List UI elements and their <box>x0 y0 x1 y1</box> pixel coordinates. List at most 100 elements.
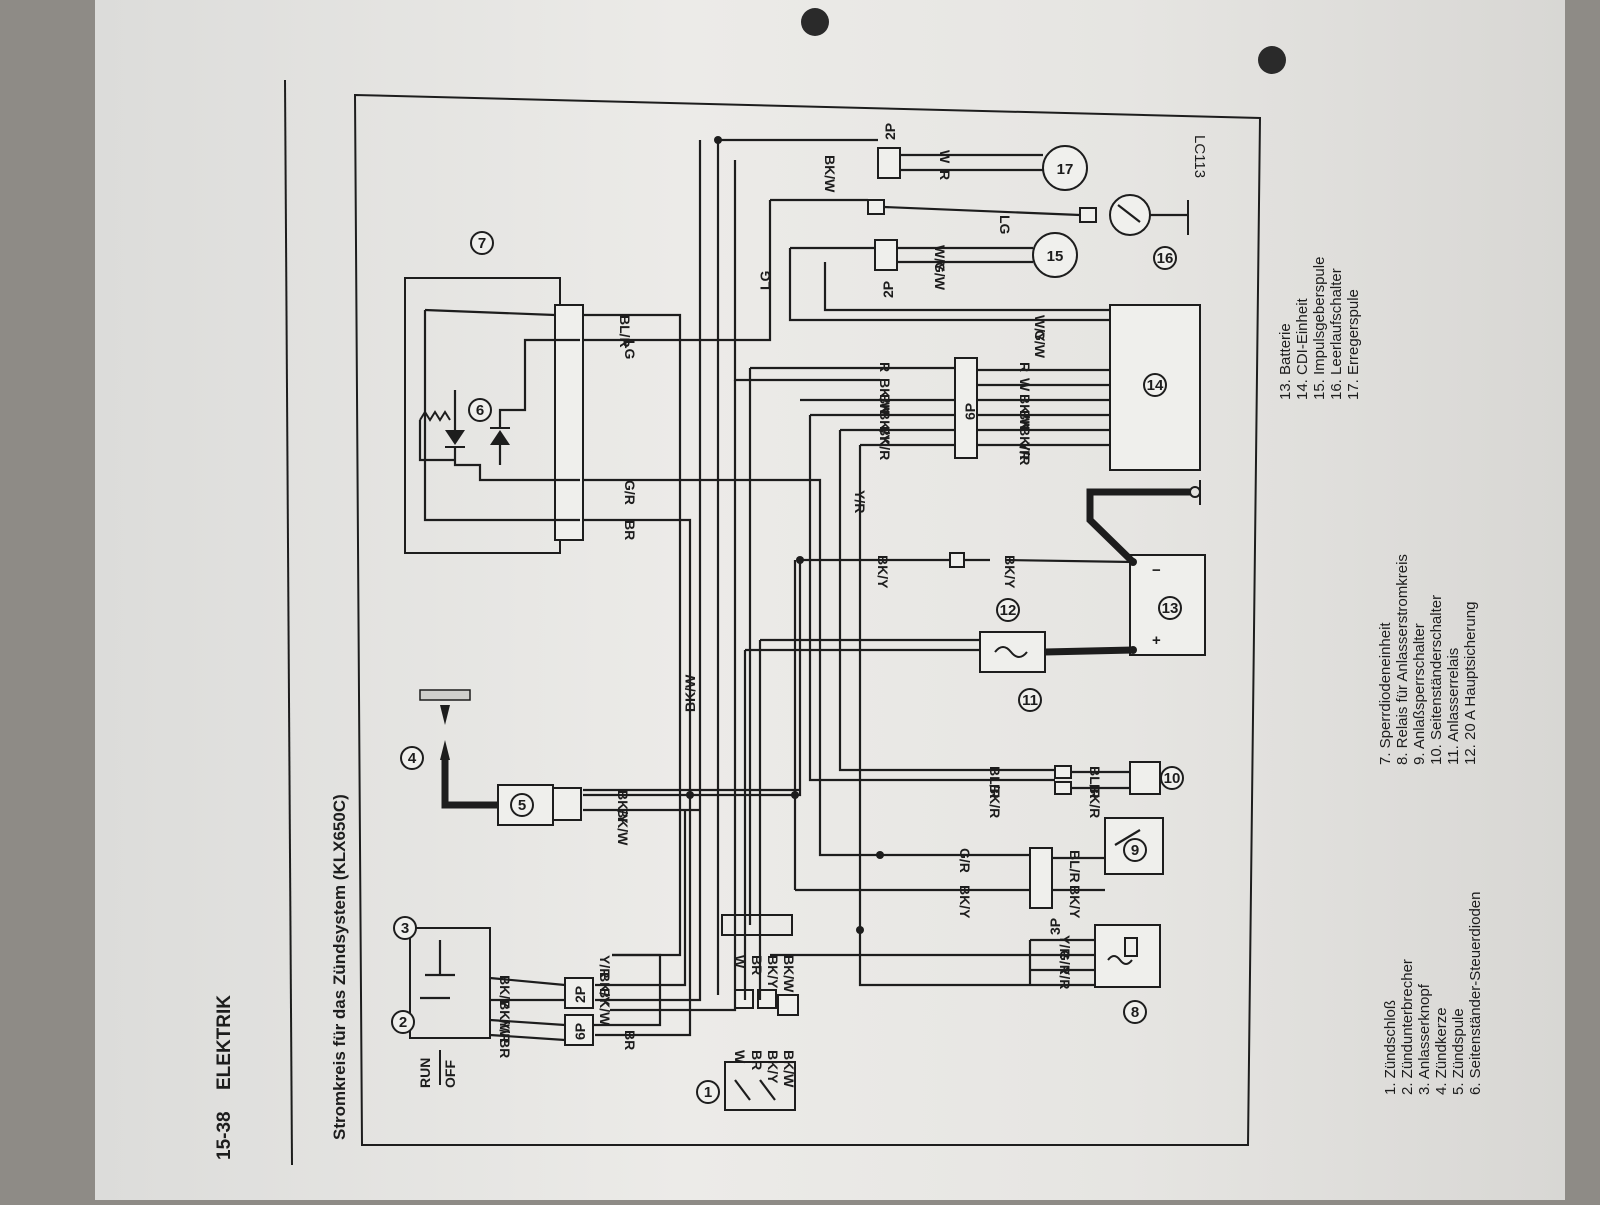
wire-label: R <box>1017 362 1033 372</box>
wire-label: W/Y <box>1032 315 1048 342</box>
wire-label: BL/R <box>617 315 633 348</box>
component-15-number: 15 <box>1047 248 1064 265</box>
component-13-number: 13 <box>1162 600 1179 617</box>
legend-item: 16. Leerlaufschalter <box>1328 268 1345 400</box>
wire-label: Y/R <box>597 955 613 978</box>
wire-label: LG <box>757 270 773 290</box>
wire-label: R <box>877 362 893 372</box>
component-8-marker <box>1123 1000 1147 1024</box>
component-8-number: 8 <box>1131 1004 1139 1021</box>
wire-label: BK <box>1017 410 1033 430</box>
diode-icon <box>445 430 465 445</box>
wire-label: BK/Y <box>875 555 891 589</box>
wire-label: BK/Y <box>1002 555 1018 589</box>
legend-item: 5. Zündspule <box>1450 1008 1467 1095</box>
diode-icon <box>1054 765 1072 779</box>
legend-item: 12. 20 A Hauptsicherung <box>1462 602 1479 765</box>
punch-hole-icon <box>801 8 829 36</box>
wire-label: BK/W <box>781 1050 797 1088</box>
wire-label: BL/R <box>987 766 1003 799</box>
svg-text:6P: 6P <box>572 1023 588 1040</box>
legend-col-2: 7. Sperrdiodeneinheit 8. Relais für Anla… <box>1377 554 1479 765</box>
wire-label: BK/W <box>822 155 838 193</box>
header-rule <box>284 79 293 1166</box>
wire-label: R <box>937 170 953 180</box>
wire-label: BK/W <box>682 674 698 712</box>
wire-label: Y/R <box>1057 966 1073 989</box>
connector-3p <box>1029 847 1053 909</box>
component-14-marker <box>1143 373 1167 397</box>
component-3-number: 3 <box>401 920 409 937</box>
component-4-number: 4 <box>408 750 417 767</box>
wire-label: LG <box>622 340 638 360</box>
wire-label: BK/Y <box>765 1050 781 1084</box>
wire-label: BK <box>877 394 893 414</box>
component-3-marker <box>393 916 417 940</box>
legend-item: 17. Erregerspule <box>1345 289 1362 400</box>
wire-label: Y/R <box>497 1020 513 1043</box>
legend-col-3: 13. Batterie 14. CDI-Einheit 15. Impulsg… <box>1277 257 1362 400</box>
wire-label: G/R <box>622 480 638 505</box>
component-5-number: 5 <box>518 797 526 814</box>
svg-text:3P: 3P <box>1047 918 1063 935</box>
legend-item: 6. Seitenständer-Steuerdioden <box>1467 892 1484 1095</box>
component-4-marker <box>400 746 424 770</box>
section-title: ELEKTRIK <box>214 995 235 1090</box>
component-7-marker <box>470 231 494 255</box>
ground-hatch <box>419 689 471 701</box>
legend-item: 1. Zündschloß <box>1382 1000 1399 1095</box>
wire-label: BK/W <box>497 1000 513 1038</box>
wire-label: BK/Y <box>615 790 631 824</box>
diode-icon <box>490 430 510 445</box>
battery-minus-label: − <box>1152 562 1161 579</box>
legend-item: 2. Zündunterbrecher <box>1399 959 1416 1095</box>
wire-label: Y/R <box>852 490 868 513</box>
exciter-coil <box>1042 145 1088 191</box>
wire-label: BR <box>749 955 765 975</box>
page-number: 15-38 <box>214 1111 235 1160</box>
legend-item: 14. CDI-Einheit <box>1294 297 1311 400</box>
wire-label: BK/R <box>1087 784 1103 818</box>
wire-label: W <box>732 1050 748 1064</box>
diode-icon <box>867 199 885 215</box>
wire-label: G/R <box>1057 950 1073 975</box>
wire-label: BK/Y <box>497 975 513 1009</box>
wire-label: LG <box>997 215 1013 235</box>
connector-2p-pulsing <box>874 239 898 271</box>
component-1-number: 1 <box>704 1084 712 1101</box>
wire-label: BK/W <box>597 988 613 1026</box>
wire-label: BK/W <box>781 955 797 993</box>
wire-label: BR <box>497 1038 513 1058</box>
component-2-marker <box>391 1010 415 1034</box>
fuse-icon <box>994 646 1028 658</box>
component-6-number: 6 <box>476 402 484 419</box>
wire-label: BK/Y <box>765 955 781 989</box>
handlebar-switch <box>409 927 491 1039</box>
wire-label: W <box>937 150 953 164</box>
spark-gap-icon <box>440 705 450 725</box>
side-stand-switch <box>1129 761 1161 795</box>
wire-label: BK/W <box>1017 394 1033 432</box>
diode-icon <box>949 552 965 568</box>
switch-off-label: OFF <box>442 1060 458 1088</box>
wire-label: BK/R <box>1017 426 1033 460</box>
wire-label: BL/R <box>1067 850 1083 883</box>
component-11-marker <box>1018 688 1042 712</box>
wire-label: G/W <box>932 262 948 291</box>
svg-text:6P: 6P <box>962 403 978 420</box>
component-10-number: 10 <box>1164 770 1181 787</box>
wire-label: W <box>732 955 748 969</box>
punch-hole-icon <box>1258 46 1286 74</box>
component-10-marker <box>1160 766 1184 790</box>
connector-6p <box>564 1014 594 1046</box>
legend-item: 15. Impulsgeberspule <box>1311 257 1328 400</box>
diode-icon <box>757 989 777 1009</box>
wire-label: W <box>1017 378 1033 392</box>
wire-label: BR <box>749 1050 765 1070</box>
relay-coil-icon <box>1107 955 1133 965</box>
component-7-number: 7 <box>478 235 486 252</box>
wire-label: BK/R <box>877 426 893 460</box>
connector-2p <box>564 977 594 1009</box>
component-12-number: 12 <box>1000 602 1017 619</box>
